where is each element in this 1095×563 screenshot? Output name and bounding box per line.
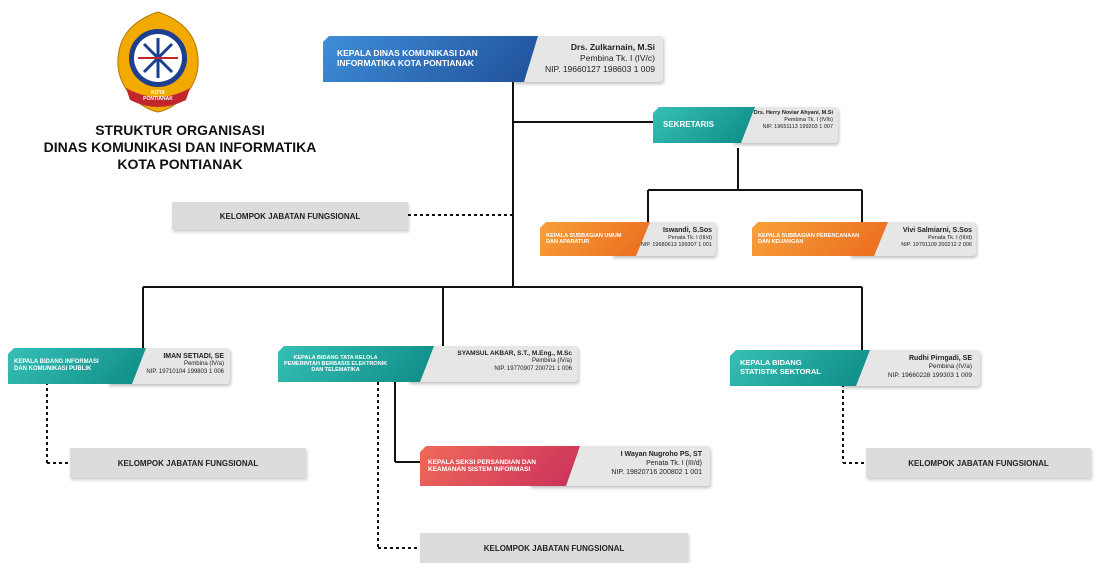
kasubag-umum-position-line-2: DAN APARATUR — [546, 239, 590, 245]
kasubag-perencanaan-position-line-1: KEPALA SUBBAGIAN PERENCANAAN — [758, 232, 860, 239]
kabid-tkpbe-position-line-3: DAN TELEMATIKA — [311, 367, 360, 374]
title-line-1: STRUKTUR ORGANISASI — [95, 122, 265, 138]
title-line-2: DINAS KOMUNIKASI DAN INFORMATIKA — [43, 139, 317, 155]
kabid-tkpbe-position-line-2: PEMERINTAH BERBASIS ELEKTRONIK — [284, 360, 388, 367]
head-nip: NIP. 19660127 198603 1 009 — [545, 64, 655, 75]
head-info: Drs. Zulkarnain, M.Si Pembina Tk. I (IV/… — [545, 42, 655, 75]
logo-text: KOTA PONTIANAK — [143, 90, 173, 102]
kasi-persandian-name: I Wayan Nugroho PS, ST — [620, 451, 702, 458]
kjf-box-statistik: KELOMPOK JABATAN FUNGSIONAL — [866, 448, 1091, 478]
kasubag-umum-position: KEPALA SUBBAGIAN UMUM DAN APARATUR — [540, 222, 650, 256]
sekretaris-position: SEKRETARIS — [653, 107, 755, 143]
kasi-persandian-position-line-1: KEPALA SEKSI PERSANDIAN DAN — [428, 458, 536, 466]
kasubag-perencanaan-name: Vivi Salmiarni, S.Sos — [902, 227, 972, 234]
emblem-icon — [117, 11, 199, 113]
kasubag-perencanaan-nip: NIP. 19791109 200212 2 006 — [901, 242, 972, 249]
kasubag-umum-nip: NIP. 19680613 199307 1 001 — [640, 242, 712, 249]
kota-pontianak-logo: KOTA PONTIANAK — [112, 8, 204, 116]
title-line-3: KOTA PONTIANAK — [117, 156, 243, 172]
kabid-tkpbe-position-line-1: KEPALA BIDANG TATA KELOLA — [293, 354, 378, 361]
sekretaris-rank: Pembina Tk. I (IV/b) — [784, 117, 833, 124]
kabid-statistik-rank: Pembina (IV/a) — [928, 363, 972, 371]
kabid-statistik-name: Rudhi Pirngadi, SE — [908, 355, 972, 362]
kabid-ikp-rank: Pembina (IV/a) — [183, 361, 224, 368]
page-title: STRUKTUR ORGANISASI DINAS KOMUNIKASI DAN… — [30, 122, 330, 173]
kabid-tkpbe-info: SYAMSUL AKBAR, S.T., M.Eng., M.Sc Pembin… — [457, 350, 572, 374]
kjf-box-tkpbe: KELOMPOK JABATAN FUNGSIONAL — [420, 533, 688, 563]
kabid-statistik-card: KEPALA BIDANG STATISTIK SEKTORAL Rudhi P… — [730, 350, 980, 386]
kasubag-umum-rank: Penata Tk. I (III/d) — [668, 235, 712, 242]
kabid-tkpbe-name: SYAMSUL AKBAR, S.T., M.Eng., M.Sc — [457, 350, 572, 357]
sekretaris-name: Drs. Herry Noviar Ahyani, M.Si — [753, 110, 833, 116]
kabid-tkpbe-rank: Pembina (IV/a) — [531, 358, 572, 365]
kabid-tkpbe-nip: NIP. 19770907 200721 1 006 — [494, 366, 572, 373]
kabid-ikp-position: KEPALA BIDANG INFORMASI DAN KOMUNIKASI P… — [8, 348, 146, 384]
kasi-persandian-position-line-2: KEAMANAN SISTEM INFORMASI — [428, 466, 531, 473]
kabid-tkpbe-card: KEPALA BIDANG TATA KELOLA PEMERINTAH BER… — [278, 346, 578, 382]
kasubag-perencanaan-card: KEPALA SUBBAGIAN PERENCANAAN DAN KEUANGA… — [752, 222, 976, 256]
kasubag-perencanaan-info: Vivi Salmiarni, S.Sos Penata Tk. I (III/… — [901, 226, 972, 249]
kabid-tkpbe-position: KEPALA BIDANG TATA KELOLA PEMERINTAH BER… — [278, 346, 434, 382]
kasubag-umum-info: Iswandi, S.Sos Penata Tk. I (III/d) NIP.… — [641, 226, 712, 249]
kabid-ikp-name: IMAN SETIADI, SE — [163, 353, 224, 360]
kabid-ikp-card: KEPALA BIDANG INFORMASI DAN KOMUNIKASI P… — [8, 348, 230, 384]
kjf-box-ikp: KELOMPOK JABATAN FUNGSIONAL — [70, 448, 306, 478]
kabid-ikp-position-line-1: KEPALA BIDANG INFORMASI — [14, 359, 99, 366]
head-card: KEPALA DINAS KOMUNIKASI DAN INFORMATIKA … — [323, 36, 663, 82]
head-position-line-1: KEPALA DINAS KOMUNIKASI DAN — [337, 48, 478, 59]
kasubag-perencanaan-position: KEPALA SUBBAGIAN PERENCANAAN DAN KEUANGA… — [752, 222, 888, 256]
head-position: KEPALA DINAS KOMUNIKASI DAN INFORMATIKA … — [323, 36, 538, 82]
kasi-persandian-nip: NIP. 19820716 200802 1 001 — [611, 469, 702, 477]
kjf-box-top: KELOMPOK JABATAN FUNGSIONAL — [172, 202, 408, 230]
kasi-persandian-position: KEPALA SEKSI PERSANDIAN DAN KEAMANAN SIS… — [420, 446, 580, 486]
sekretaris-nip: NIP. 19651113 199203 1 007 — [762, 124, 833, 131]
head-rank: Pembina Tk. I (IV/c) — [580, 53, 655, 64]
kasubag-perencanaan-rank: Penata Tk. I (III/d) — [928, 235, 972, 242]
kasubag-perencanaan-position-line-2: DAN KEUANGAN — [758, 239, 804, 245]
sekretaris-info: Drs. Herry Noviar Ahyani, M.Si Pembina T… — [754, 110, 833, 131]
kasi-persandian-info: I Wayan Nugroho PS, ST Penata Tk. I (III… — [611, 450, 702, 477]
kasi-persandian-rank: Penata Tk. I (III/d) — [646, 460, 702, 468]
kabid-statistik-position-line-1: KEPALA BIDANG — [740, 358, 802, 368]
head-position-line-2: INFORMATIKA KOTA PONTIANAK — [337, 58, 474, 68]
kasubag-umum-name: Iswandi, S.Sos — [662, 227, 712, 234]
kabid-statistik-info: Rudhi Pirngadi, SE Pembina (IV/a) NIP. 1… — [888, 354, 972, 380]
kabid-ikp-info: IMAN SETIADI, SE Pembina (IV/a) NIP. 197… — [146, 352, 224, 377]
kabid-statistik-nip: NIP. 19660228 199303 1 009 — [887, 371, 972, 379]
kabid-statistik-position-line-2: STATISTIK SEKTORAL — [740, 367, 821, 376]
kasubag-umum-card: KEPALA SUBBAGIAN UMUM DAN APARATUR Iswan… — [540, 222, 716, 256]
sekretaris-card: SEKRETARIS Drs. Herry Noviar Ahyani, M.S… — [653, 107, 838, 143]
head-name: Drs. Zulkarnain, M.Si — [570, 42, 655, 52]
kabid-ikp-position-line-2: DAN KOMUNIKASI PUBLIK — [14, 366, 92, 372]
kasi-persandian-card: KEPALA SEKSI PERSANDIAN DAN KEAMANAN SIS… — [420, 446, 710, 486]
kabid-ikp-nip: NIP. 19710104 199803 1 006 — [146, 368, 224, 375]
kasubag-umum-position-line-1: KEPALA SUBBAGIAN UMUM — [546, 232, 622, 239]
kabid-statistik-position: KEPALA BIDANG STATISTIK SEKTORAL — [730, 350, 870, 386]
